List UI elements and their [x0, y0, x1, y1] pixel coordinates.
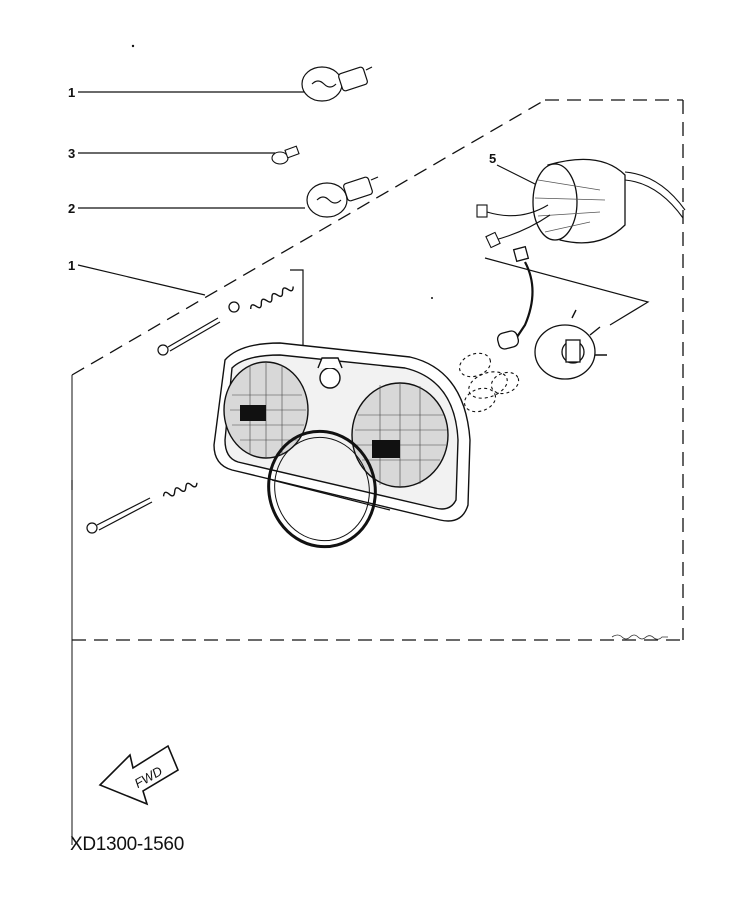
seal-ring-inner — [274, 436, 370, 542]
callout-label: 3 — [68, 146, 75, 161]
callout-label: 1 — [68, 85, 75, 100]
bracket-icon — [496, 245, 534, 350]
small-bulb-icon — [271, 145, 300, 165]
spring-icon — [162, 482, 198, 497]
part-number: XD1300-1560 — [70, 834, 184, 855]
screw-icon — [86, 497, 153, 534]
phantom-outline — [458, 352, 520, 413]
callout-label: 1 — [68, 258, 75, 273]
screw-icon — [157, 317, 221, 356]
headlight-assembly-icon — [213, 342, 471, 522]
draftsman-signature — [611, 634, 668, 640]
socket-housing-icon — [532, 158, 686, 244]
callout-label: 2 — [68, 201, 75, 216]
socket-clip-icon — [534, 309, 607, 380]
callout-label: 5 — [489, 151, 496, 166]
washer-icon — [228, 301, 240, 313]
dot-mark — [131, 44, 135, 48]
fwd-arrow-icon — [98, 744, 180, 806]
dot-mark — [431, 297, 433, 299]
bulb-icon — [306, 176, 379, 218]
wire-harness-icon — [476, 204, 551, 249]
dashed-boundary — [71, 99, 684, 641]
spring-icon — [250, 286, 294, 310]
seal-ring-icon — [267, 429, 377, 549]
bulb-icon — [301, 66, 373, 102]
